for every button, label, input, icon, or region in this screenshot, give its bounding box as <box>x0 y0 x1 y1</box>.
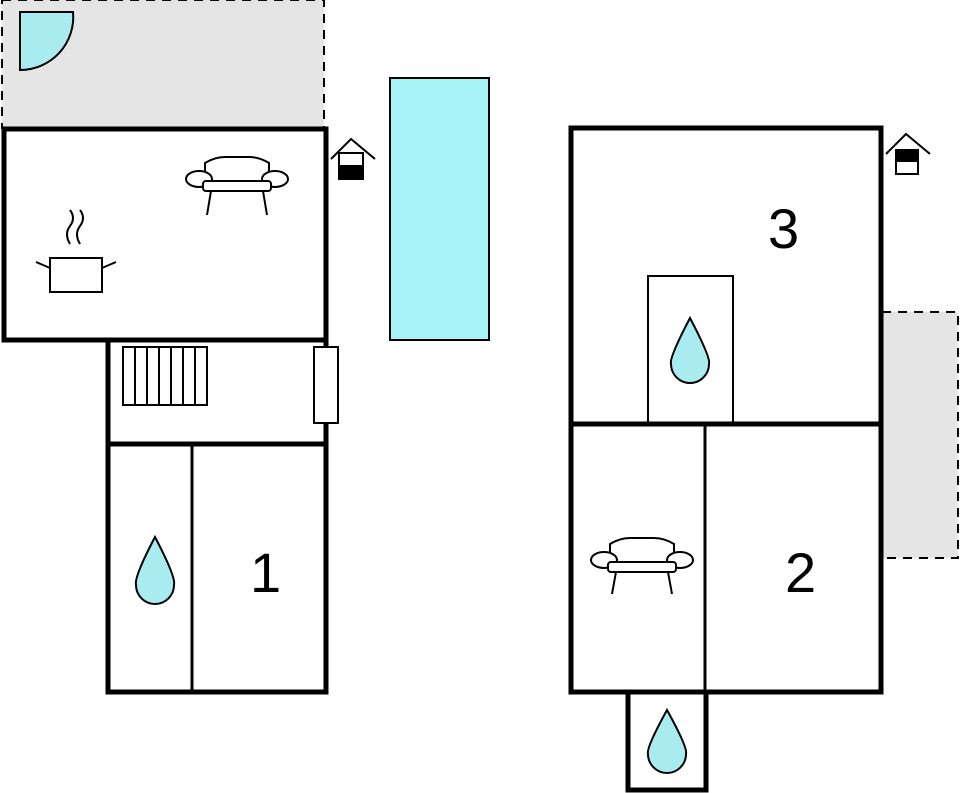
right-building: 3 2 <box>568 125 959 793</box>
kitchen-pot-icon <box>35 209 117 293</box>
sofa-icon <box>185 156 289 216</box>
lower-room <box>568 421 884 695</box>
left-building: 1 <box>1 0 376 695</box>
room-number-2: 2 <box>785 541 816 604</box>
living-room <box>1 126 329 343</box>
cupboard <box>313 346 339 424</box>
room-number-3: 3 <box>768 197 799 260</box>
water-drop-icon <box>669 315 711 384</box>
room-number-1: 1 <box>250 541 281 604</box>
door-icon <box>19 11 75 72</box>
pool <box>389 77 490 341</box>
water-drop-icon <box>134 534 176 605</box>
stairs <box>122 346 208 406</box>
sofa-icon <box>590 537 694 595</box>
water-drop-icon <box>646 707 688 774</box>
entrance-icon <box>330 137 376 180</box>
terrace-right <box>881 311 959 559</box>
entrance-icon <box>885 132 931 175</box>
